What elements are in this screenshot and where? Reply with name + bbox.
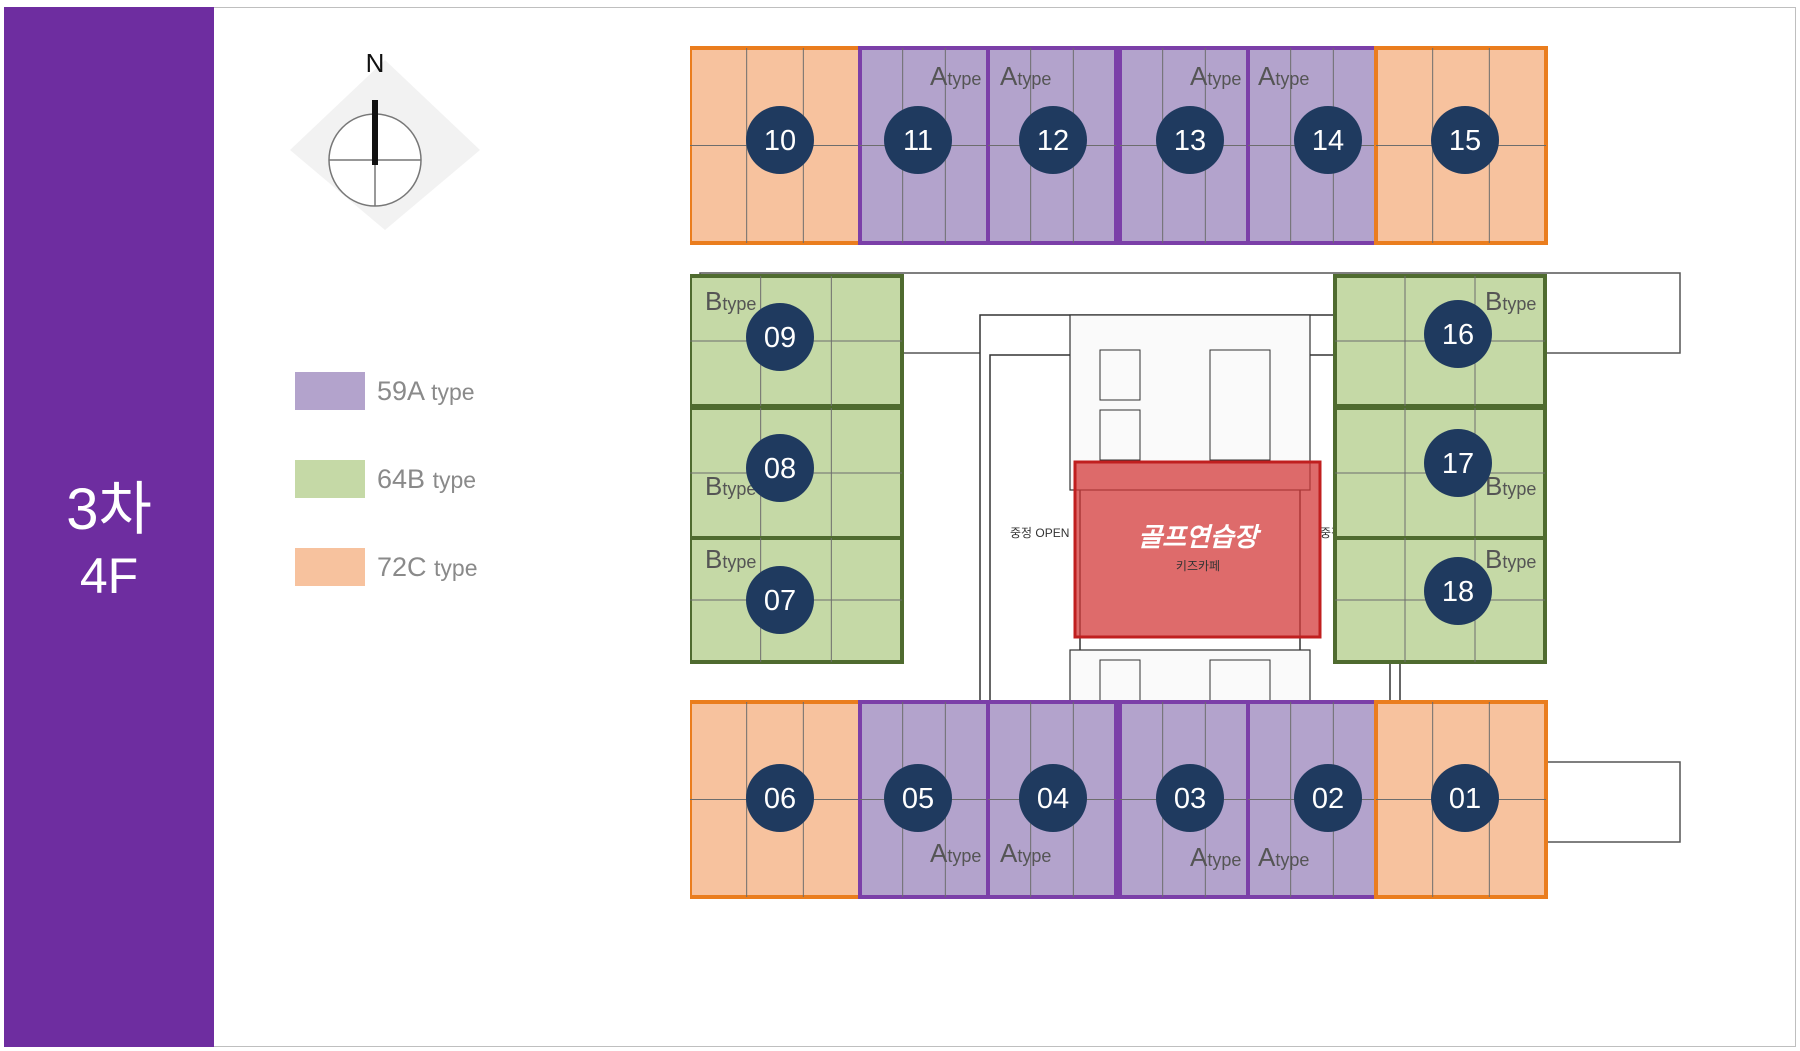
- compass-north-label: N: [366, 48, 385, 78]
- unit-number: 09: [764, 322, 796, 354]
- legend-suffix: type: [434, 555, 478, 581]
- center-facility-sub: 키즈카페: [1176, 559, 1220, 573]
- floor-plan: 중정 OPEN 중정 OPEN 골프연습장 키즈카페 10Atype11Atyp…: [690, 46, 1681, 899]
- legend-swatch: [295, 460, 365, 498]
- sidebar: 3차 4F: [4, 7, 214, 1047]
- unit-type-label: Btype: [1485, 286, 1536, 316]
- unit-number-badge: [746, 764, 814, 832]
- legend-code: 72C: [377, 552, 427, 582]
- legend-code: 59A: [377, 376, 424, 406]
- unit-number-badge: [746, 566, 814, 634]
- unit-number-badge: [1156, 764, 1224, 832]
- unit-07[interactable]: Btype 07: [690, 536, 904, 664]
- unit-13[interactable]: Atype 13: [1118, 46, 1250, 245]
- atrium-left-label: 중정 OPEN: [1010, 526, 1069, 540]
- unit-number: 17: [1442, 448, 1474, 480]
- unit-number-badge: [1019, 106, 1087, 174]
- unit-number: 05: [902, 783, 934, 815]
- unit-number-badge: [1156, 106, 1224, 174]
- unit-number: 15: [1449, 125, 1481, 157]
- unit-number-badge: [1019, 764, 1087, 832]
- unit-number-badge: [1431, 764, 1499, 832]
- unit-05[interactable]: Atype 05: [858, 700, 990, 899]
- legend-swatch: [295, 548, 365, 586]
- unit-15[interactable]: 15: [1374, 46, 1548, 245]
- unit-04[interactable]: Atype 04: [986, 700, 1118, 899]
- unit-type-label: Btype: [1485, 471, 1536, 501]
- north-compass-icon: N: [290, 48, 480, 230]
- unit-number: 01: [1449, 783, 1481, 815]
- unit-number-badge: [884, 764, 952, 832]
- unit-09[interactable]: Btype 09: [690, 274, 904, 408]
- unit-number-badge: [1294, 764, 1362, 832]
- unit-number: 11: [903, 125, 933, 157]
- floor-label: 4F: [79, 548, 139, 604]
- unit-12[interactable]: Atype 12: [986, 46, 1118, 245]
- unit-16[interactable]: Btype 16: [1333, 274, 1547, 408]
- unit-type-label: Btype: [705, 471, 756, 501]
- unit-type-label: Btype: [1485, 544, 1536, 574]
- unit-number-badge: [1424, 429, 1492, 497]
- unit-number-badge: [746, 303, 814, 371]
- legend-suffix: type: [431, 379, 475, 405]
- unit-type-label: Atype: [930, 838, 981, 868]
- unit-number-badge: [1424, 300, 1492, 368]
- unit-type-label: Atype: [1000, 838, 1051, 868]
- unit-number: 14: [1312, 125, 1344, 157]
- unit-number: 07: [764, 585, 796, 617]
- legend-swatch: [295, 372, 365, 410]
- unit-17[interactable]: Btype 17: [1333, 406, 1547, 540]
- unit-number-badge: [1431, 106, 1499, 174]
- unit-10[interactable]: 10: [690, 46, 862, 245]
- unit-type-label: Atype: [1000, 61, 1051, 91]
- unit-number-badge: [746, 106, 814, 174]
- unit-14[interactable]: Atype 14: [1246, 46, 1378, 245]
- unit-number: 03: [1174, 783, 1206, 815]
- unit-type-label: Atype: [930, 61, 981, 91]
- unit-type-label: Atype: [1258, 61, 1309, 91]
- unit-03[interactable]: Atype 03: [1118, 700, 1250, 899]
- building-label: 3차: [66, 477, 152, 542]
- unit-number: 13: [1174, 125, 1206, 157]
- unit-01[interactable]: 01: [1374, 700, 1548, 899]
- unit-number: 18: [1442, 576, 1474, 608]
- unit-number: 04: [1037, 783, 1069, 815]
- unit-11[interactable]: Atype 11: [858, 46, 990, 245]
- unit-number-badge: [1294, 106, 1362, 174]
- unit-number-badge: [884, 106, 952, 174]
- unit-number: 02: [1312, 783, 1344, 815]
- unit-number: 10: [764, 125, 796, 157]
- unit-number: 08: [764, 453, 796, 485]
- legend-suffix: type: [432, 467, 477, 493]
- unit-type-label: Atype: [1258, 842, 1309, 872]
- unit-number: 12: [1037, 125, 1069, 157]
- unit-06[interactable]: 06: [690, 700, 862, 899]
- unit-number-badge: [746, 434, 814, 502]
- unit-number: 06: [764, 783, 796, 815]
- unit-number: 16: [1442, 319, 1474, 351]
- unit-type-label: Btype: [705, 286, 756, 316]
- unit-type-label: Btype: [705, 544, 756, 574]
- unit-type-label: Atype: [1190, 842, 1241, 872]
- unit-08[interactable]: Btype 08: [690, 406, 904, 540]
- unit-18[interactable]: Btype 18: [1333, 536, 1547, 664]
- unit-number-badge: [1424, 557, 1492, 625]
- center-facility-label: 골프연습장: [1138, 522, 1262, 552]
- unit-type-label: Atype: [1190, 61, 1241, 91]
- legend-code: 64B: [377, 464, 426, 494]
